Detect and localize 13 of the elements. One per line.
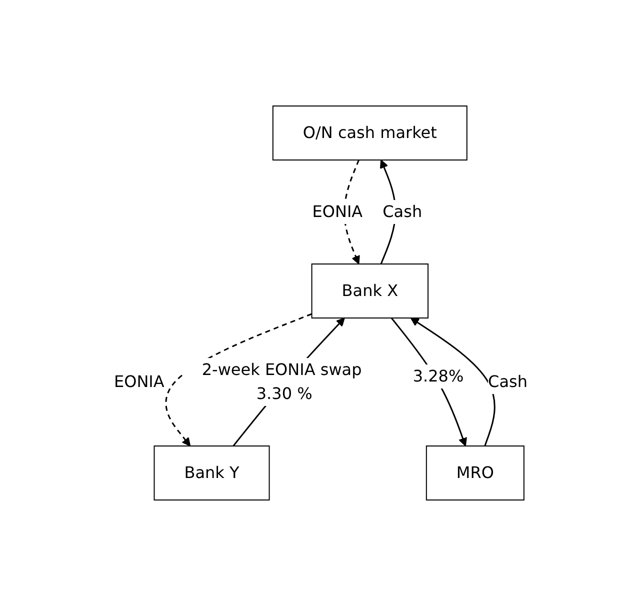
edge-label: 3.28%: [412, 366, 464, 386]
edge-label: EONIA: [312, 201, 362, 220]
arrow: [410, 317, 496, 446]
edge-label: EONIA: [114, 371, 164, 390]
node-box: O/N cash market: [272, 105, 468, 160]
arrow: [390, 317, 467, 446]
node-box: MRO: [426, 444, 524, 500]
node-box: Bank Y: [154, 444, 270, 500]
edge-label: Cash: [488, 371, 528, 390]
arrow: [165, 312, 312, 446]
edge-label: 2-week EONIA swap 3.30 %: [202, 359, 362, 402]
edge-label: Cash: [382, 201, 422, 220]
node-box: Bank X: [311, 263, 428, 318]
